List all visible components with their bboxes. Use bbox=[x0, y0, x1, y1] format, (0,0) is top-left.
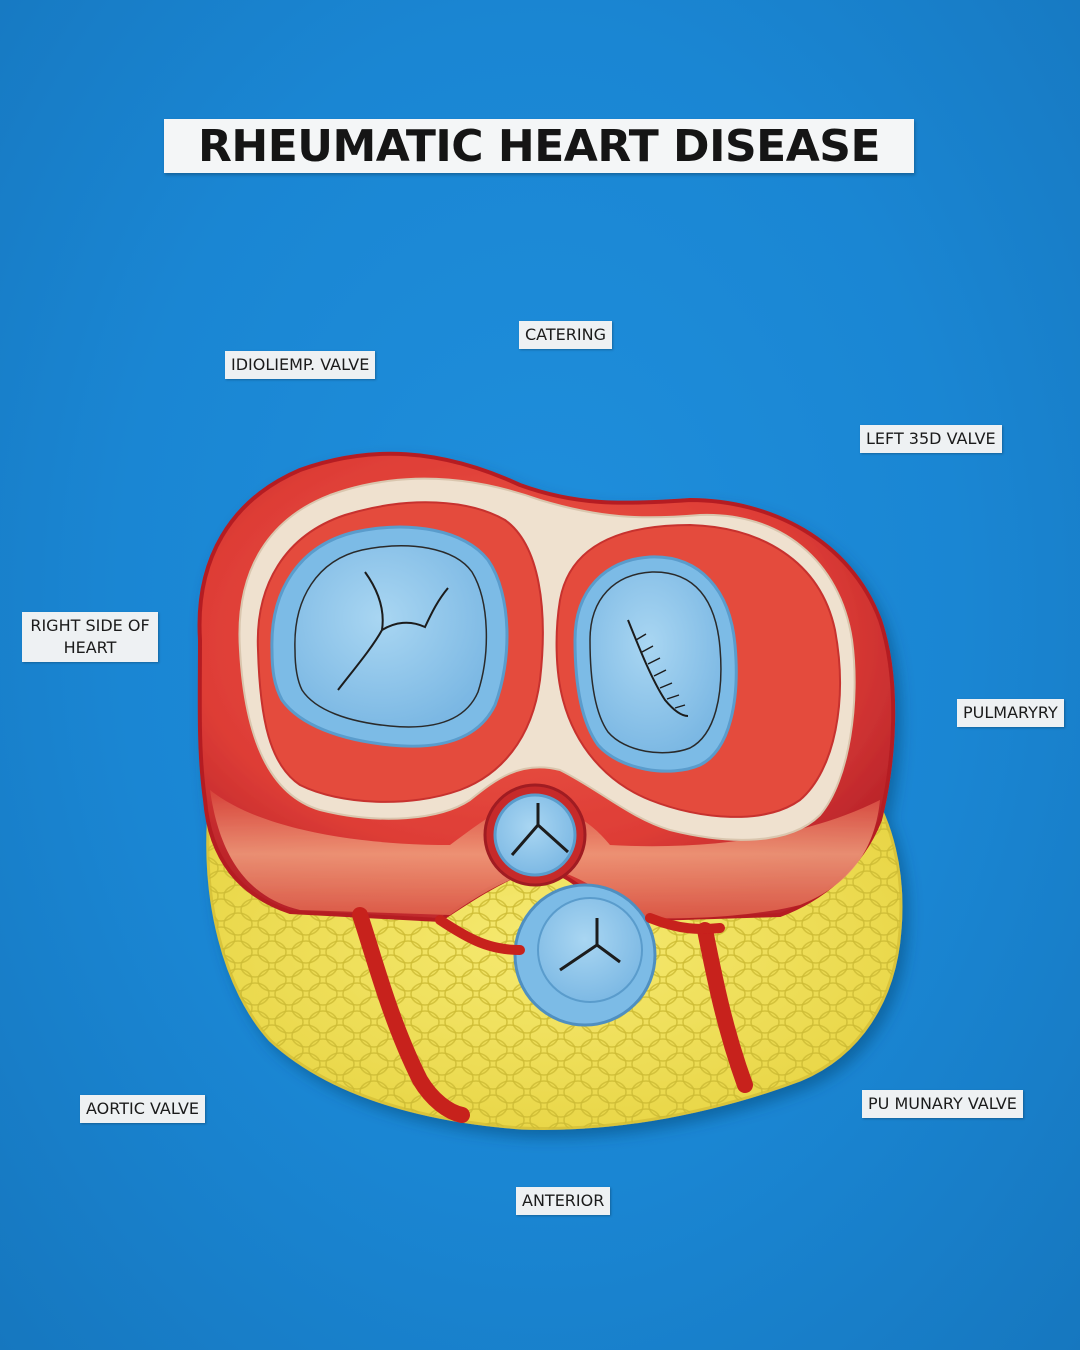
tricuspid-commissure-line bbox=[337, 571, 449, 691]
left-coronary-branch bbox=[697, 922, 753, 1093]
model-body bbox=[197, 451, 903, 1130]
label-right-side-line1: RIGHT SIDE OF bbox=[30, 616, 150, 635]
label-idioliemp-valve: IDIOLIEMP. VALVE bbox=[225, 351, 376, 379]
label-right-side-line2: HEART bbox=[63, 638, 117, 657]
label-catering: CATERING bbox=[519, 321, 612, 349]
right-coronary-artery bbox=[352, 907, 470, 1123]
aortic-valve bbox=[493, 793, 577, 877]
label-pulmaryry: PULMARYRY bbox=[957, 699, 1064, 727]
tricuspid-valve-leaflets bbox=[294, 545, 488, 728]
label-right-side-of-heart: RIGHT SIDE OF HEART bbox=[22, 612, 158, 662]
mitral-valve-leaflets bbox=[589, 571, 722, 754]
label-pu-munary-valve: PU MUNARY VALVE bbox=[862, 1090, 1023, 1118]
label-left-35d-valve: LEFT 35D VALVE bbox=[860, 425, 1002, 453]
mitral-stenosis-line bbox=[627, 619, 689, 717]
pulmonary-valve-cusps bbox=[559, 918, 621, 972]
title-banner: RHEUMATIC HEART DISEASE bbox=[164, 119, 914, 173]
mitral-fibrosis-hatching bbox=[635, 633, 686, 709]
page-title: RHEUMATIC HEART DISEASE bbox=[197, 120, 881, 172]
aortic-valve-cusps bbox=[510, 803, 570, 856]
posterior-vessel bbox=[435, 913, 725, 955]
label-aortic-valve: AORTIC VALVE bbox=[80, 1095, 206, 1123]
label-anterior: ANTERIOR bbox=[516, 1187, 611, 1215]
